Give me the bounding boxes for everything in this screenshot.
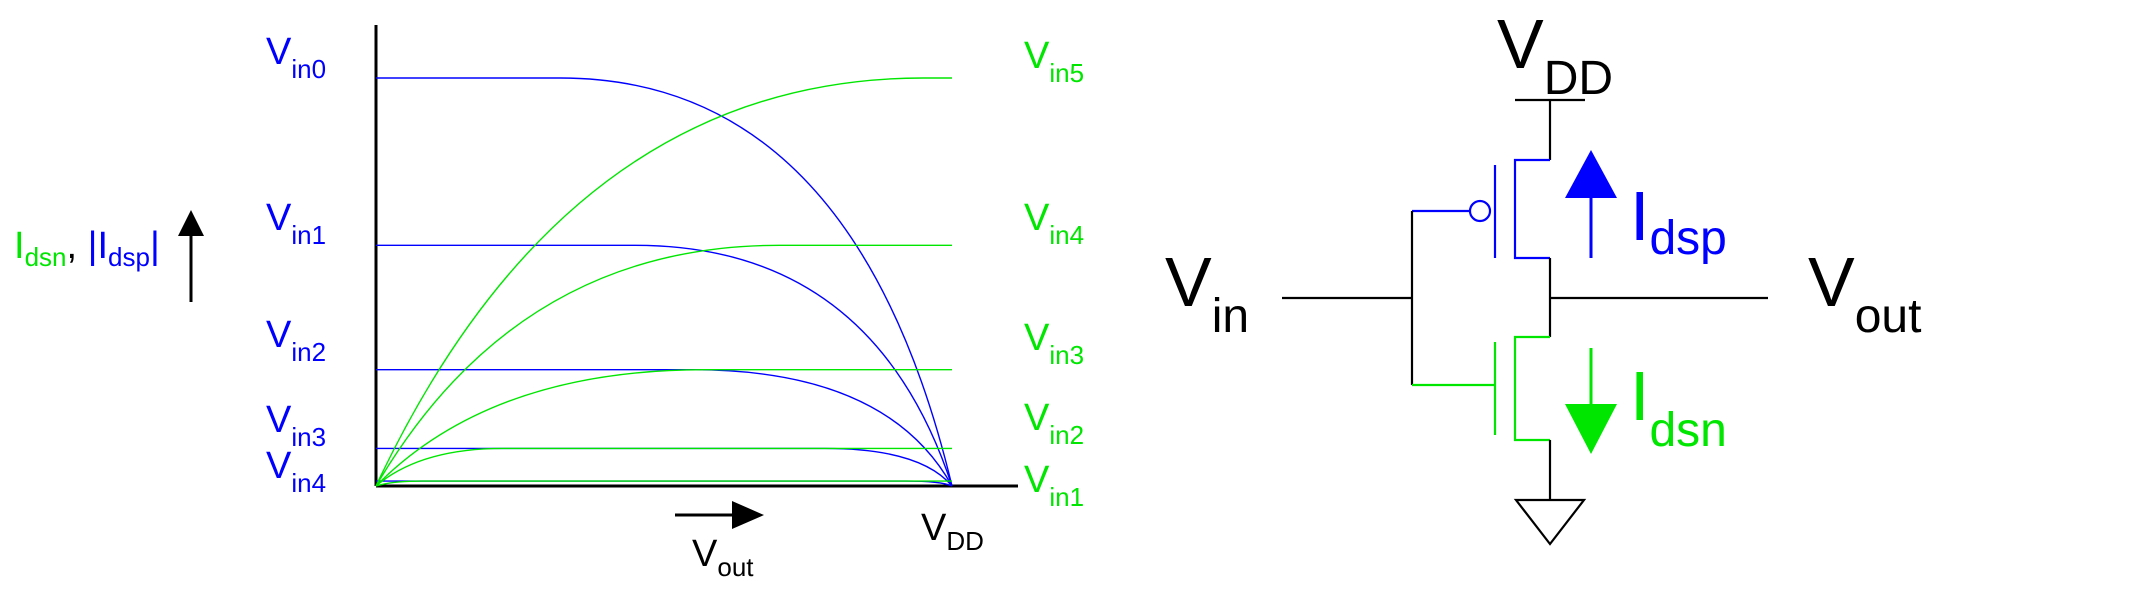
left-label-in0: Vin0 bbox=[266, 31, 326, 84]
right-label-in2: Vin2 bbox=[1024, 397, 1084, 450]
right-label-in3: Vin3 bbox=[1024, 317, 1084, 370]
idsp-arrow-icon bbox=[1565, 150, 1617, 258]
cmos-inverter-schematic: VDD Idsp bbox=[1165, 5, 1921, 546]
pmos-curve bbox=[376, 447, 953, 487]
vout-label: Vout bbox=[1808, 243, 1921, 343]
nmos-curve bbox=[375, 480, 952, 487]
right-label-in5: Vin5 bbox=[1024, 35, 1084, 88]
y-axis-label: Idsn, |Idsp| bbox=[14, 225, 160, 272]
right-label-in4: Vin4 bbox=[1024, 197, 1084, 250]
nmos-curve bbox=[375, 244, 952, 487]
pmos-curve bbox=[376, 369, 953, 487]
right-label-in1: Vin1 bbox=[1024, 459, 1084, 512]
pmos-curve bbox=[376, 244, 953, 487]
pmos-transistor bbox=[1412, 158, 1550, 260]
vin-label: Vin bbox=[1165, 243, 1249, 343]
nmos-transistor bbox=[1412, 335, 1550, 442]
y-arrow-icon bbox=[178, 210, 204, 302]
x-axis-label: Vout bbox=[692, 533, 754, 582]
idsn-arrow-icon bbox=[1565, 348, 1617, 454]
idsp-label: Idsp bbox=[1630, 177, 1727, 265]
x-end-label: VDD bbox=[921, 507, 984, 556]
left-label-in4: Vin4 bbox=[266, 445, 326, 498]
ground-icon bbox=[1513, 498, 1587, 546]
nmos-curve bbox=[375, 77, 952, 487]
left-label-in2: Vin2 bbox=[266, 314, 326, 367]
vdd-label: VDD bbox=[1497, 5, 1613, 105]
left-label-in1: Vin1 bbox=[266, 197, 326, 250]
left-label-in3: Vin3 bbox=[266, 399, 326, 452]
curves-group bbox=[375, 77, 953, 487]
x-arrow-icon bbox=[675, 501, 764, 529]
nmos-curve bbox=[375, 447, 952, 487]
idsn-label: Idsn bbox=[1630, 357, 1727, 457]
nmos-curve bbox=[375, 369, 952, 487]
pmos-curve bbox=[376, 77, 953, 487]
